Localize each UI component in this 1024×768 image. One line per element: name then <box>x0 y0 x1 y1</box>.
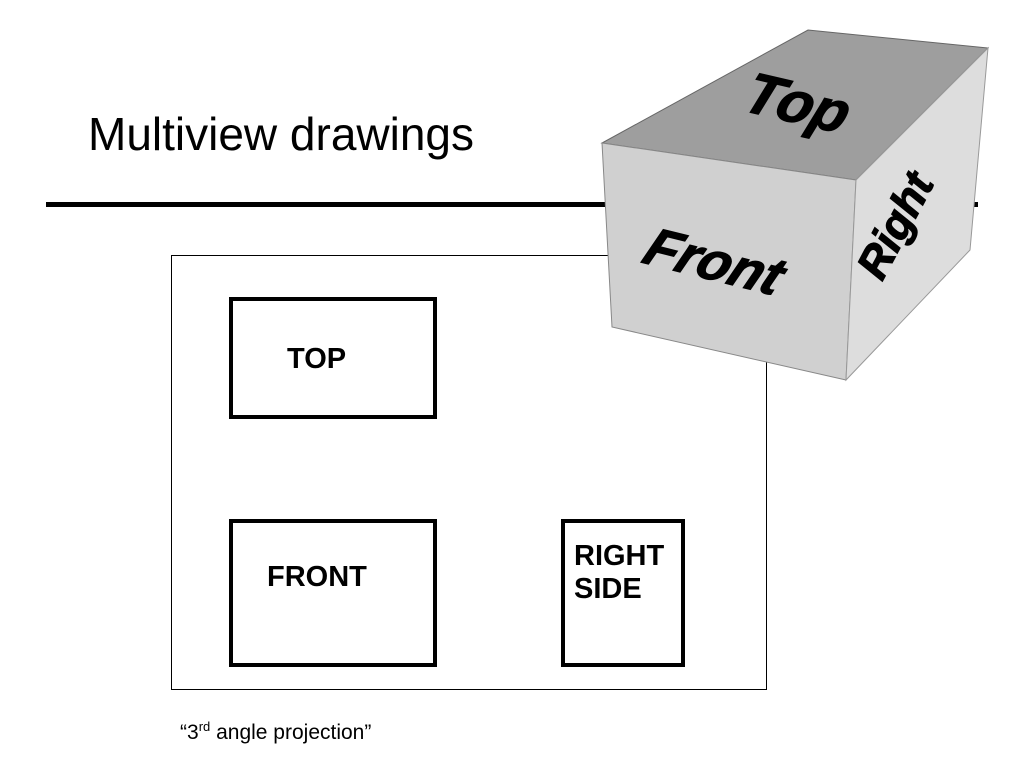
right-side-view-box: RIGHT SIDE <box>561 519 685 667</box>
front-view-label: FRONT <box>267 561 367 593</box>
top-view-box: TOP <box>229 297 437 419</box>
cube-top-label: Top <box>735 61 860 145</box>
right-side-label-line2: SIDE <box>574 573 642 606</box>
projection-caption: “3rd angle projection” <box>180 719 371 745</box>
title-divider <box>46 202 978 207</box>
right-side-label-line1: RIGHT <box>574 540 665 572</box>
caption-superscript: rd <box>198 719 211 734</box>
right-side-view-label: RIGHT SIDE <box>574 540 664 607</box>
front-view-box: FRONT <box>229 519 437 667</box>
top-view-label: TOP <box>287 343 347 375</box>
cube-right-face <box>845 46 989 382</box>
slide-title: Multiview drawings <box>88 108 475 160</box>
caption-open: “3 <box>180 721 199 744</box>
caption-rest: angle projection” <box>210 721 372 744</box>
